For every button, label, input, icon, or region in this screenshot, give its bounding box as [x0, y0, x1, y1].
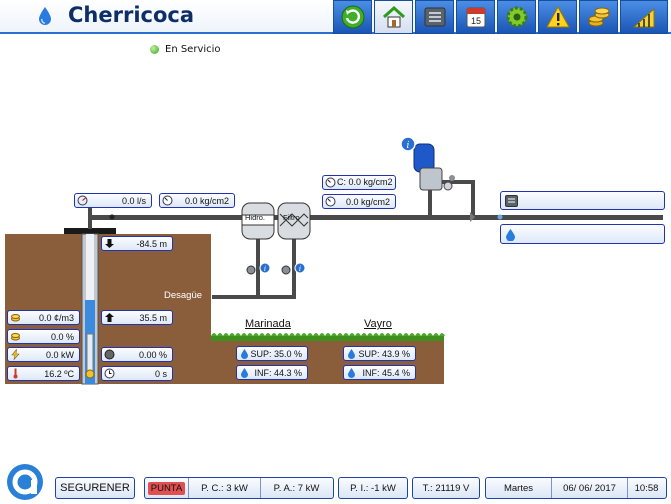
submersible-pump	[86, 333, 94, 375]
coins-icon	[11, 314, 20, 322]
warning-icon	[545, 5, 570, 28]
clock-value: 10:58	[634, 482, 659, 494]
pi-value: P. I.: -1 kW	[338, 477, 408, 499]
time-readout: 0 s	[101, 366, 173, 381]
vayro-inf-readout: INF: 45.4 %	[343, 365, 416, 380]
clock-icon	[104, 368, 115, 379]
day-value: Martes	[486, 478, 552, 498]
gauge-icon	[325, 177, 336, 188]
pressure-c-readout: C: 0.0 kg/cm2	[322, 175, 396, 190]
well-cap	[64, 228, 116, 234]
depth-readout: -84.5 m	[101, 236, 173, 251]
status-text: En Servicio	[165, 44, 221, 55]
percent1-readout: 0.0 %	[7, 329, 80, 344]
flowmeter-icon	[77, 195, 88, 206]
water-drop-icon	[348, 368, 355, 378]
status-indicator	[150, 45, 159, 54]
water-drop-icon	[241, 368, 248, 378]
list-icon	[424, 7, 445, 27]
pa-value: P. A.: 7 kW	[273, 482, 320, 494]
power-readout: 0.0 kW	[7, 347, 80, 362]
gear-icon	[506, 6, 527, 28]
water-drop-icon	[241, 349, 248, 359]
signal-icon	[632, 7, 655, 28]
drain-pipe	[212, 295, 296, 299]
gauge-icon	[325, 196, 336, 207]
zone-name-marinada: Marinada	[245, 318, 291, 330]
home-button[interactable]	[374, 0, 413, 34]
reservoir-info-row[interactable]	[500, 191, 665, 210]
svg-text:15: 15	[470, 16, 480, 26]
reservoir-level-row[interactable]	[500, 224, 665, 244]
grass-strip	[211, 336, 444, 341]
coins-icon	[588, 7, 609, 27]
info-icon[interactable]: i	[400, 136, 416, 152]
marinada-inf-readout: INF: 44.3 %	[236, 365, 308, 380]
water-drop-icon	[39, 7, 51, 25]
lightning-icon	[11, 349, 20, 360]
settings-button[interactable]	[497, 0, 536, 34]
pressure-readout: 0.0 kg/cm2	[159, 193, 235, 208]
header-bar: Cherricoca	[0, 0, 671, 34]
dosing-pump	[413, 143, 453, 191]
drain-label: Desagüe	[164, 290, 203, 301]
marinada-sup-readout: SUP: 35.0 %	[236, 346, 308, 361]
vayro-sup-readout: SUP: 43.9 %	[343, 346, 416, 361]
pc-value: P. C.: 3 kW	[189, 478, 261, 498]
main-pipe	[88, 215, 663, 220]
motor-icon	[104, 349, 115, 360]
filtro-label: Filtro	[283, 213, 300, 222]
brand-button[interactable]: SEGURENER	[55, 477, 135, 499]
billing-button[interactable]	[579, 0, 618, 34]
datetime-panel: Martes 06/ 06/ 2017 10:58	[485, 477, 667, 499]
temperature-readout: 16.2 ºC	[7, 366, 80, 381]
refresh-icon	[341, 5, 364, 29]
segurener-logo[interactable]	[5, 462, 45, 502]
list-icon	[505, 194, 518, 207]
refresh-button[interactable]	[333, 0, 372, 34]
svg-text:i: i	[264, 265, 266, 273]
info-icon[interactable]: i	[259, 262, 271, 274]
alarms-button[interactable]	[538, 0, 577, 34]
home-icon	[382, 5, 405, 28]
thermometer-icon	[13, 368, 18, 379]
water-drop-icon	[506, 228, 515, 241]
calendar-button[interactable]: 15	[456, 0, 495, 34]
svg-text:i: i	[299, 265, 301, 273]
power-status-panel: PUNTA P. C.: 3 kW P. A.: 7 kW	[144, 477, 334, 499]
water-drop-icon	[348, 349, 355, 359]
hidro-label: Hidro.	[245, 213, 266, 222]
percent2-readout: 0.00 %	[101, 347, 173, 362]
tariff-badge: PUNTA	[147, 481, 186, 495]
info-icon[interactable]: i	[294, 262, 306, 274]
arrow-down-icon	[105, 239, 114, 248]
zone-name-vayro: Vayro	[364, 318, 392, 330]
coins-icon	[11, 333, 20, 341]
gauge-icon	[162, 195, 173, 206]
calendar-icon: 15	[466, 7, 485, 28]
flow-readout: 0.0 l/s	[74, 193, 152, 208]
arrow-up-icon	[105, 313, 114, 322]
svg-text:i: i	[407, 141, 410, 151]
energy-cost-readout: 0.0 ¢/m3	[7, 310, 80, 325]
t-value: T.: 21119 V	[412, 477, 480, 499]
pressure-line-readout: 0.0 kg/cm2	[322, 194, 396, 209]
level-readout: 35.5 m	[101, 310, 173, 325]
list-button[interactable]	[415, 0, 454, 34]
filtro-tank	[277, 202, 311, 240]
page-title: Cherricoca	[68, 3, 195, 27]
signal-button[interactable]	[620, 0, 668, 34]
date-value: 06/ 06/ 2017	[552, 478, 628, 498]
hidro-tank	[241, 202, 275, 240]
